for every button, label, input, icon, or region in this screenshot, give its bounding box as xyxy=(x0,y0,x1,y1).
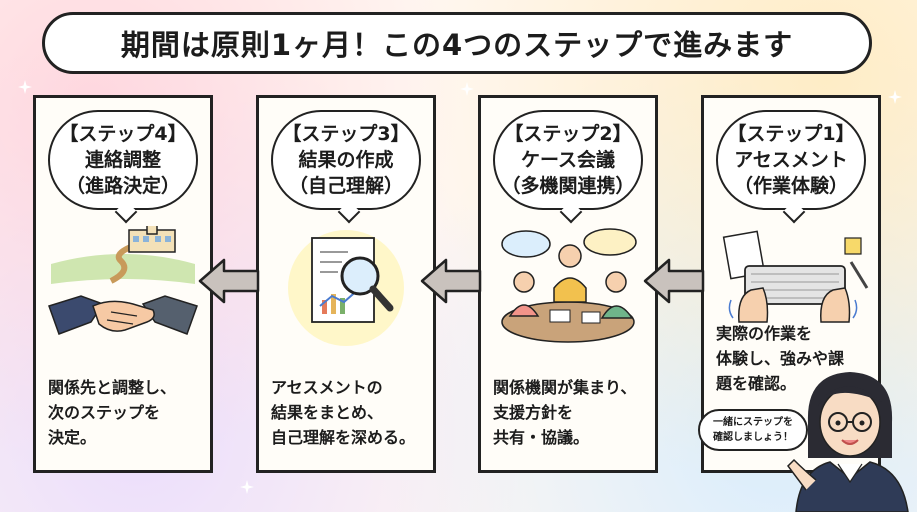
step2-desc-line1: 関係機関が集まり、 xyxy=(493,378,637,397)
step4-card: 【ステップ4】 連絡調整 （進路決定） 関係先と調整し、 次のステップを 決定。 xyxy=(33,95,213,473)
step4-sub: （進路決定） xyxy=(65,175,180,197)
step4-desc-line3: 決定。 xyxy=(48,428,97,447)
step1-desc-line3: 題を確認。 xyxy=(716,374,797,393)
step1-sub: （作業体験） xyxy=(733,175,848,197)
step4-name: 連絡調整 xyxy=(84,149,161,171)
step2-desc-line3: 共有・協議。 xyxy=(493,428,590,447)
step3-sub: （自己理解） xyxy=(288,175,403,197)
guide-speech-bubble: 一緒にステップを 確認しましょう！ xyxy=(698,409,808,451)
step2-label: 【ステップ2】 xyxy=(504,123,632,145)
step3-label: 【ステップ3】 xyxy=(282,123,410,145)
step3-desc-line3: 自己理解を深める。 xyxy=(271,428,416,447)
keyboard-typing-icon xyxy=(722,230,869,323)
step3-desc-line2: 結果をまとめ、 xyxy=(271,403,384,422)
sparkle-icon xyxy=(18,80,32,94)
magnifier-report-icon xyxy=(288,230,404,346)
step4-heading-bubble: 【ステップ4】 連絡調整 （進路決定） xyxy=(48,110,198,210)
title-banner: 期間は原則1ヶ月！この4つのステップで進みます xyxy=(42,12,872,74)
meeting-icon xyxy=(501,228,637,343)
left-arrow-icon xyxy=(420,258,482,304)
step1-name: アセスメント xyxy=(734,149,848,171)
speech-line1: 一緒にステップを xyxy=(713,417,793,428)
step1-desc-line2: 体験し、強みや課 xyxy=(716,349,845,368)
step2-name: ケース会議 xyxy=(520,149,616,171)
step1-desc-line1: 実際の作業を xyxy=(716,324,813,343)
step2-card: 【ステップ2】 ケース会議 （多機関連携） 関係機関が集まり、 支援方針を 共有… xyxy=(478,95,658,473)
step1-heading-bubble: 【ステップ1】 アセスメント （作業体験） xyxy=(716,110,866,210)
left-arrow-icon xyxy=(198,258,260,304)
step2-heading-bubble: 【ステップ2】 ケース会議 （多機関連携） xyxy=(493,110,643,210)
sparkle-icon xyxy=(240,480,254,494)
step3-name: 結果の作成 xyxy=(298,149,394,171)
handshake-school-icon xyxy=(48,226,198,335)
step3-heading-bubble: 【ステップ3】 結果の作成 （自己理解） xyxy=(271,110,421,210)
step4-desc-line2: 次のステップを xyxy=(48,403,161,422)
step2-desc-line2: 支援方針を xyxy=(493,403,574,422)
sparkle-icon xyxy=(460,82,474,96)
left-arrow-icon xyxy=(643,258,705,304)
speech-line2: 確認しましょう！ xyxy=(713,432,793,443)
sparkle-icon xyxy=(888,90,902,104)
step1-label: 【ステップ1】 xyxy=(727,123,855,145)
step3-card: 【ステップ3】 結果の作成 （自己理解） アセスメントの 結果をまとめ、 自己理… xyxy=(256,95,436,473)
guide-woman-icon xyxy=(787,372,909,512)
step2-sub: （多機関連携） xyxy=(501,175,635,197)
step4-label: 【ステップ4】 xyxy=(59,123,187,145)
step4-desc-line1: 関係先と調整し、 xyxy=(48,378,177,397)
step3-desc-line1: アセスメントの xyxy=(271,378,383,397)
page-title: 期間は原則1ヶ月！この4つのステップで進みます xyxy=(120,28,794,62)
